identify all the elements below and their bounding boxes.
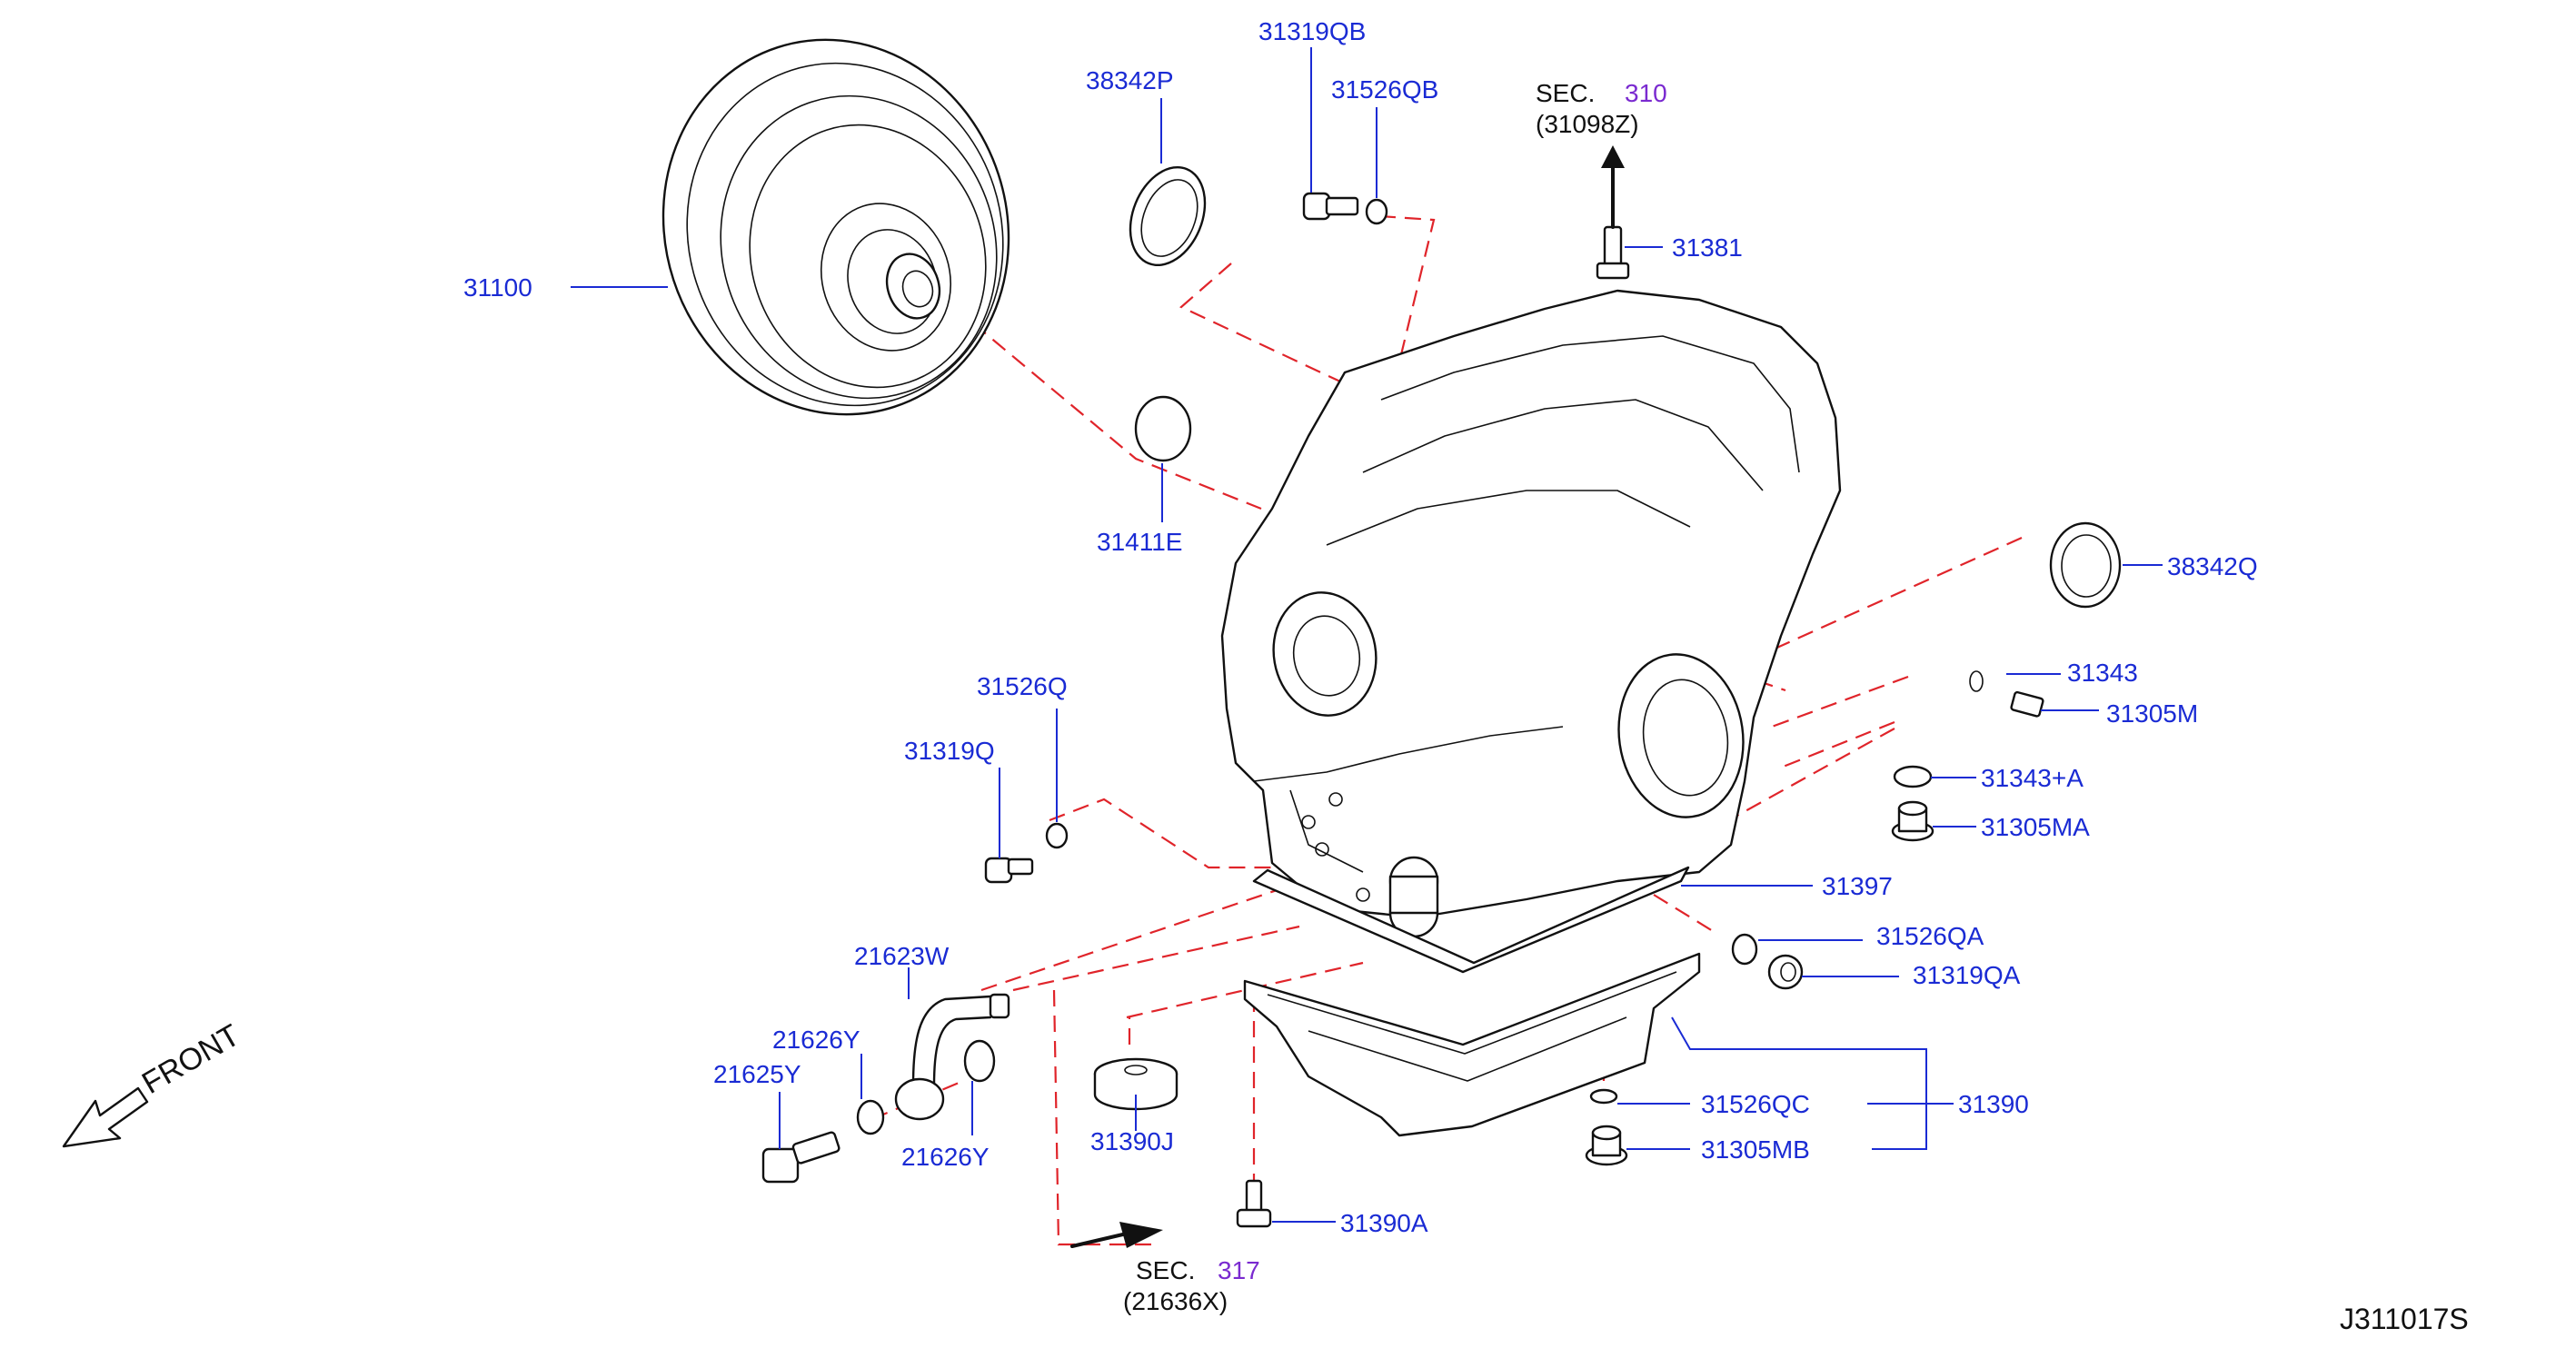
diagram-code: J311017S [2340,1303,2469,1335]
hose-21623W [894,993,1010,1121]
label-31319QA: 31319QA [1913,961,2021,989]
label-31397: 31397 [1822,872,1893,900]
sec310-number: 310 [1625,79,1667,107]
plug-31319QA [1767,954,1804,990]
label-31390J: 31390J [1090,1127,1174,1155]
seal-38342Q [2049,521,2122,609]
bolt-31319Q [984,857,1034,884]
gasket-31397 [1252,866,1690,974]
label-31343: 31343 [2067,659,2138,687]
torque-converter [661,38,1010,416]
seal-38342P [1129,165,1207,267]
label-21626Y-bottom: 21626Y [901,1143,990,1171]
sec317-ref: (21636X) [1123,1287,1228,1315]
transmission-case [1220,289,1842,938]
oring-31526Q [1045,822,1069,849]
sec310-ref: (31098Z) [1536,110,1639,138]
stud-31381 [1596,225,1630,280]
oring-31526QB [1365,198,1388,225]
sec317-arrow-icon [1070,1222,1163,1248]
bolt-31390A [1236,1179,1272,1228]
sec310-arrow-icon [1601,145,1625,229]
part-labels: 31100 38342P 31319QB 31526QB 31381 31411… [463,17,2258,1237]
front-label: FRONT [136,1017,245,1100]
bolt-31305M [2010,690,2044,718]
washer-21626Y-bottom [963,1039,996,1083]
label-31381: 31381 [1672,233,1743,262]
oring-31526QC [1589,1088,1618,1105]
label-31305MB: 31305MB [1701,1135,1810,1164]
label-31100: 31100 [463,273,532,302]
label-31305MA: 31305MA [1981,813,2090,841]
oring-31343-plus-a [1893,765,1933,788]
label-31319Q: 31319Q [904,737,995,765]
label-21626Y-top: 21626Y [772,1026,860,1054]
front-arrow-icon [62,1086,149,1148]
oring-31411E [1134,395,1192,462]
oring-31526QA [1731,933,1758,966]
washer-21626Y-top [856,1099,885,1135]
sec310-prefix: SEC. [1536,79,1595,107]
label-31305M: 31305M [2106,699,2198,728]
bolt-31319QB [1302,192,1359,221]
label-21625Y: 21625Y [713,1060,801,1088]
section-ref-310: SEC. 310 (31098Z) [1536,79,1667,138]
label-31390: 31390 [1958,1090,2029,1118]
bolt-21625Y [761,1131,840,1184]
section-ref-317: SEC. 317 (21636X) [1123,1256,1260,1315]
plug-31305MB [1585,1125,1628,1166]
label-31343-plus-a: 31343+A [1981,764,2084,792]
sec317-number: 317 [1218,1256,1260,1284]
damper-31390J [1093,1057,1179,1111]
label-31526QA: 31526QA [1876,922,1984,950]
label-31526QB: 31526QB [1331,75,1438,104]
plug-31305MA [1891,800,1934,842]
oil-pan-31390 [1243,952,1701,1137]
label-31526QC: 31526QC [1701,1090,1810,1118]
label-31319QB: 31319QB [1258,17,1366,45]
leader-lines [571,47,2163,1223]
label-31390A: 31390A [1340,1209,1428,1237]
label-38342Q: 38342Q [2167,552,2258,580]
sec317-prefix: SEC. [1136,1256,1195,1284]
oring-31343 [1969,670,1984,692]
label-31411E: 31411E [1097,528,1182,556]
label-31526Q: 31526Q [977,672,1068,700]
label-21623W: 21623W [854,942,950,970]
label-38342P: 38342P [1086,66,1174,94]
